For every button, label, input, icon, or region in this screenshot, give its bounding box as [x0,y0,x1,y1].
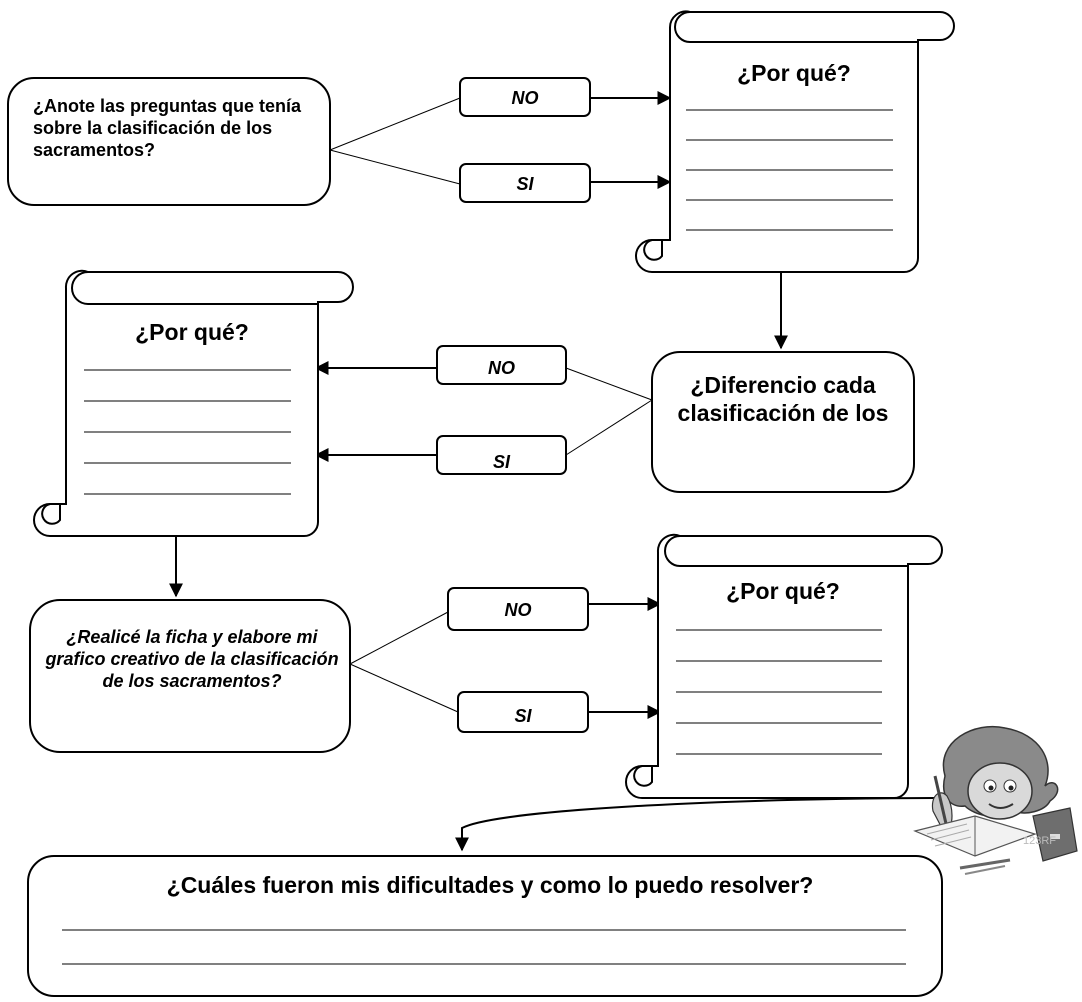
no-label-3: NO [504,600,532,620]
no-box-3 [447,587,589,631]
scroll-1-title: ¿Por qué? [737,60,851,86]
scroll-1 [635,10,955,273]
illustration-caption: 123RF [1023,835,1056,847]
question-4-text: ¿Cuáles fueron mis dificultades y como l… [166,872,814,898]
scroll-1-lines [686,109,893,231]
si-label-1: SI [516,174,534,194]
scroll-3-lines [676,629,882,755]
no-label-2: NO [488,358,515,378]
scroll-2 [33,269,354,537]
no-label-1: NO [511,88,539,108]
question-box-1 [7,77,331,206]
scroll-3 [625,533,943,799]
scroll-2-title: ¿Por qué? [135,319,249,345]
question-3-text: ¿Realicé la ficha y elabore mi grafico c… [45,627,339,691]
scroll-2-lines [84,369,291,495]
question-box-4 [27,855,943,997]
si-label-2: SI [492,452,510,472]
scroll-3-title: ¿Por qué? [726,578,840,604]
no-box-2 [436,345,567,385]
question-1-text: ¿Anote las preguntas que tenía sobre la … [33,96,302,160]
child-writing-illustration: 123RF [913,726,1078,875]
question-box-3 [29,599,351,753]
question-box-2 [651,351,915,493]
question-2-text: ¿Diferencio cada clasificación de los [677,372,889,426]
si-label-3: SI [514,706,532,726]
